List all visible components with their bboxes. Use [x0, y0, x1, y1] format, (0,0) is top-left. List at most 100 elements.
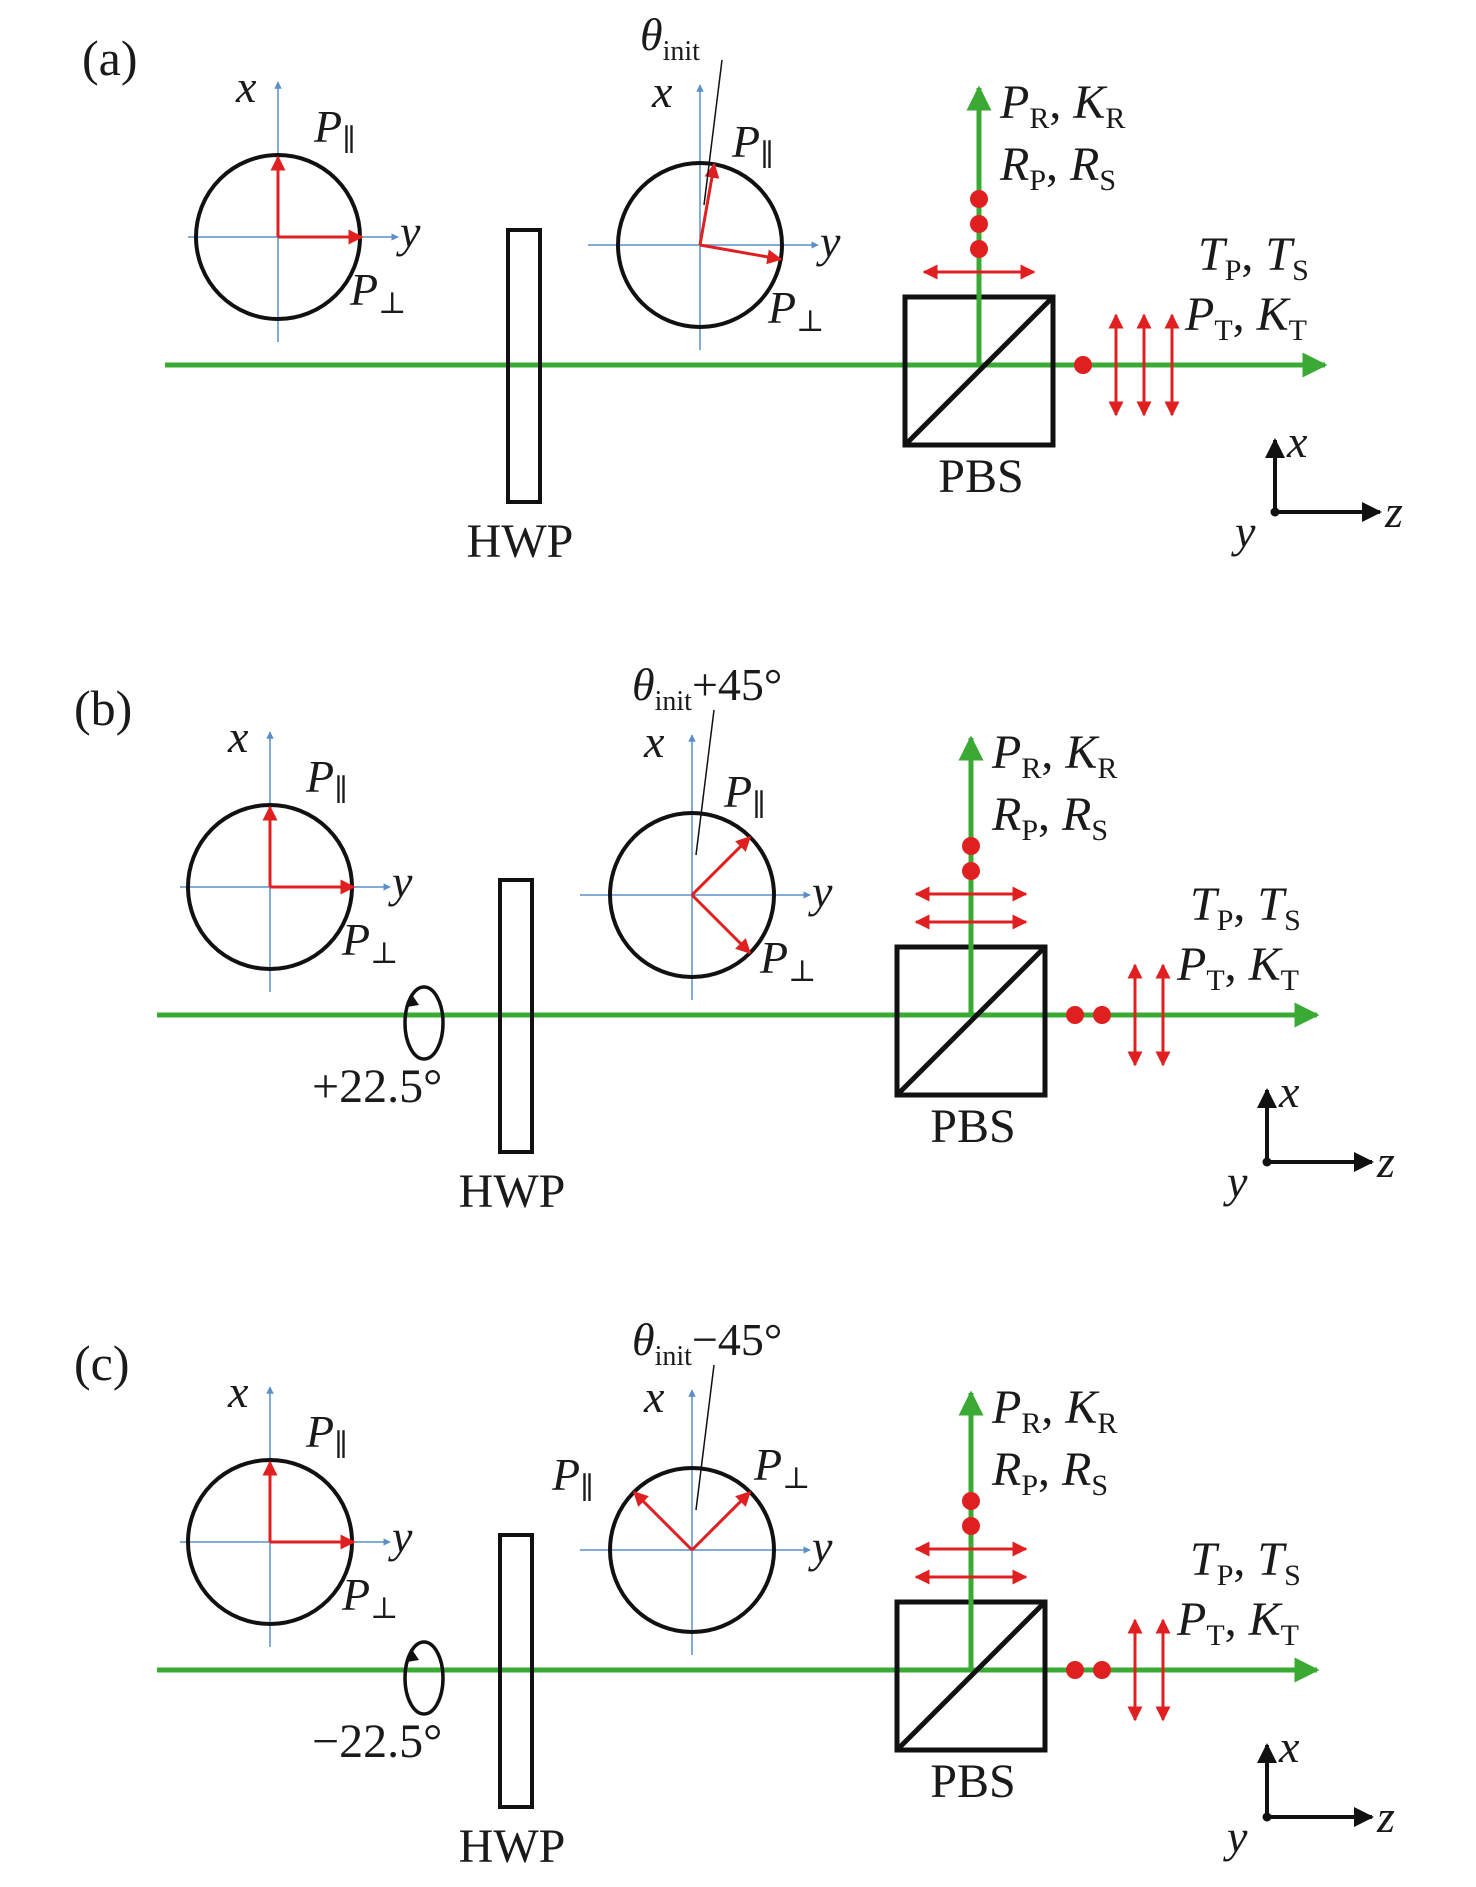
- input-p-perp-label-sub: ⊥: [370, 1592, 398, 1625]
- transmitted-label-1-sub1: P: [1217, 1559, 1234, 1592]
- reflected-label-1-sep: ,: [1049, 76, 1073, 129]
- reflected-label-2-sub1: P: [1021, 1469, 1038, 1502]
- angle-init-sub: init: [663, 36, 701, 67]
- reflected-label-2-sym2: R: [1061, 1443, 1091, 1496]
- angle-theta: θ: [632, 1314, 655, 1365]
- input-p-perp-label: P⊥: [349, 264, 406, 320]
- output-x-label: x: [643, 716, 665, 767]
- hwp-plate: [498, 878, 534, 1154]
- reflected-label-1-sym2: K: [1064, 726, 1100, 779]
- reflected-label-2-sub2: S: [1091, 1469, 1108, 1502]
- output-p-perp-label: P⊥: [753, 1439, 810, 1495]
- transmitted-label-2: PT, KT: [1184, 288, 1307, 347]
- reflected-pol-dot: [962, 1517, 980, 1535]
- reflected-label-2-sym1: R: [991, 788, 1021, 841]
- triad-y-label: y: [1223, 1156, 1248, 1207]
- panel-b: (b)xyP∥P⊥HWP+22.5°xyθinit+45°P∥P⊥PBSPR, …: [74, 659, 1395, 1218]
- transmitted-label-1-sep: ,: [1233, 878, 1257, 931]
- hwp-plate: [506, 228, 542, 504]
- transmitted-label-2-sym2: K: [1256, 288, 1292, 341]
- angle-suffix: +45°: [692, 659, 782, 710]
- transmitted-label-1-sym2: T: [1257, 1533, 1287, 1586]
- reflected-label-2-sub1: P: [1029, 164, 1046, 197]
- output-circle: [608, 811, 776, 979]
- rotation-arrowhead: [407, 1648, 419, 1662]
- pbs-label: PBS: [930, 1755, 1015, 1808]
- reflected-pol-dot: [962, 1492, 980, 1510]
- reflected-pol-dot: [970, 215, 988, 233]
- panel-tag: (c): [74, 1335, 130, 1391]
- reflected-label-1-sym1: P: [999, 76, 1029, 129]
- angle-theta: θ: [632, 659, 655, 710]
- transmitted-label-1-sep: ,: [1233, 1533, 1257, 1586]
- input-p-parallel-label-sym: P: [313, 101, 342, 152]
- output-circle: [616, 161, 784, 329]
- transmitted-label-1-sep: ,: [1241, 228, 1265, 281]
- transmitted-pol-dot: [1066, 1006, 1084, 1024]
- angle-init-sub: init: [655, 686, 693, 717]
- panel-tag: (b): [74, 680, 132, 736]
- transmitted-label-2: PT, KT: [1176, 1593, 1299, 1652]
- transmitted-label-2-sub2: T: [1281, 1619, 1299, 1652]
- angle-label: θinit+45°: [632, 659, 782, 717]
- input-p-perp-label-sub: ⊥: [378, 287, 406, 320]
- hwp-label: HWP: [459, 1820, 566, 1873]
- output-perp-vector: [690, 1490, 752, 1552]
- transmitted-label-1: TP, TS: [1198, 228, 1309, 287]
- rotation-indicator: [403, 985, 445, 1061]
- input-y-label: y: [396, 206, 421, 257]
- output-x-label: x: [643, 1371, 665, 1422]
- reflected-label-2-sub2: S: [1091, 814, 1108, 847]
- reflected-label-2-sym2: R: [1069, 138, 1099, 191]
- input-x-label: x: [227, 711, 249, 762]
- output-y-label: y: [816, 216, 841, 267]
- output-parallel-vector: [632, 1490, 694, 1552]
- reflected-label-1-sub1: R: [1029, 102, 1049, 135]
- input-p-perp-label-sym: P: [341, 914, 370, 965]
- angle-suffix: −45°: [692, 1314, 782, 1365]
- output-p-parallel-label-sub: ∥: [752, 789, 766, 822]
- transmitted-label-2-sub2: T: [1281, 964, 1299, 997]
- output-p-perp-label-sym: P: [767, 282, 796, 333]
- reflected-label-2: RP, RS: [991, 1443, 1108, 1502]
- output-p-perp-label: P⊥: [767, 282, 824, 338]
- reflected-pol-dot: [962, 862, 980, 880]
- output-circle: [608, 1466, 776, 1634]
- output-p-parallel-label: P∥: [731, 116, 774, 172]
- hwp-plate: [498, 1533, 534, 1809]
- triad-origin: [1262, 1157, 1272, 1167]
- transmitted-label-1: TP, TS: [1190, 1533, 1301, 1592]
- hwp-label: HWP: [459, 1165, 566, 1218]
- transmitted-pol-dot: [1093, 1006, 1111, 1024]
- input-p-parallel-label-sub: ∥: [342, 124, 356, 157]
- output-parallel-vector: [690, 835, 752, 897]
- output-p-perp-label-sub: ⊥: [796, 305, 824, 338]
- input-p-parallel-label: P∥: [305, 751, 348, 807]
- angle-leader-line: [703, 59, 723, 206]
- triad-x-label: x: [1278, 1066, 1300, 1117]
- reflected-label-1-sub2: R: [1105, 102, 1125, 135]
- reflected-label-2-sym2: R: [1061, 788, 1091, 841]
- reflected-label-2-sep: ,: [1038, 788, 1062, 841]
- reflected-label-1: PR, KR: [991, 1381, 1117, 1440]
- reflected-label-1-sub1: R: [1021, 752, 1041, 785]
- transmitted-label-2-sub1: T: [1214, 314, 1232, 347]
- transmitted-label-1: TP, TS: [1190, 878, 1301, 937]
- output-p-parallel-label-sub: ∥: [760, 139, 774, 172]
- input-p-parallel-label-sub: ∥: [334, 774, 348, 807]
- input-x-label: x: [235, 61, 257, 112]
- pbs-diagonal: [903, 295, 1055, 447]
- input-p-perp-label: P⊥: [341, 1569, 398, 1625]
- panel-c: (c)xyP∥P⊥HWP−22.5°xyθinit−45°P∥P⊥PBSPR, …: [74, 1314, 1395, 1873]
- output-p-parallel-label-sym: P: [551, 1449, 580, 1500]
- output-p-parallel-label-sym: P: [723, 766, 752, 817]
- output-perp-vector: [699, 243, 783, 265]
- output-p-perp-label-sym: P: [759, 932, 788, 983]
- reflected-label-2-sep: ,: [1038, 1443, 1062, 1496]
- transmitted-label-2-sep: ,: [1225, 1593, 1249, 1646]
- transmitted-label-1-sub2: S: [1284, 904, 1301, 937]
- angle-leader-line: [695, 709, 715, 856]
- input-y-label: y: [388, 1511, 413, 1562]
- angle-label: θinit: [640, 9, 700, 67]
